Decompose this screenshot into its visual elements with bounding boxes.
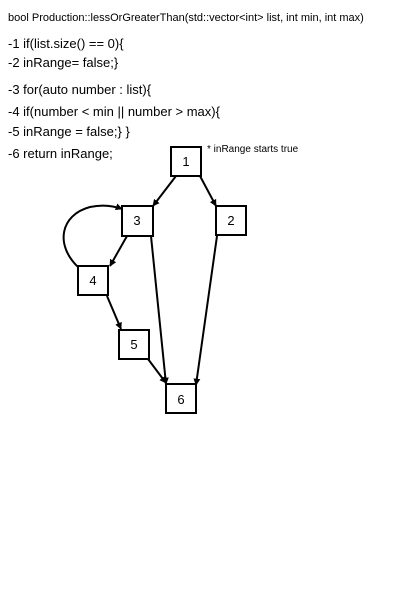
function-signature: bool Production::lessOrGreaterThan(std::…	[8, 12, 364, 24]
node-2: 2	[215, 205, 247, 236]
node-6: 6	[165, 383, 197, 414]
node-5-label: 5	[130, 337, 137, 352]
code-line-4: -4 if(number < min || number > max){	[8, 104, 220, 119]
node-4-label: 4	[89, 273, 96, 288]
code-line-5: -5 inRange = false;} }	[8, 124, 130, 139]
node-5: 5	[118, 329, 150, 360]
node-1-label: 1	[182, 154, 189, 169]
code-line-6: -6 return inRange;	[8, 146, 113, 161]
code-line-1: -1 if(list.size() == 0){	[8, 36, 124, 51]
edge-3-to-4	[109, 235, 128, 267]
edge-1-to-3	[152, 175, 177, 207]
edge-1-to-2	[199, 175, 217, 207]
node-3: 3	[121, 205, 154, 237]
edge-2-to-6	[193, 235, 218, 386]
node-4: 4	[77, 265, 109, 296]
node-6-label: 6	[177, 392, 184, 407]
initial-state-note: * inRange starts true	[207, 144, 299, 155]
edge-3-to-6	[150, 235, 169, 385]
edge-5-to-6	[147, 358, 167, 384]
code-line-2: -2 inRange= false;}	[8, 55, 119, 70]
edge-4-to-3-loop	[62, 203, 123, 268]
node-1: 1	[170, 146, 202, 177]
code-line-3: -3 for(auto number : list){	[8, 82, 152, 97]
edge-4-to-5	[106, 295, 122, 330]
node-3-label: 3	[133, 213, 140, 228]
node-2-label: 2	[227, 213, 234, 228]
